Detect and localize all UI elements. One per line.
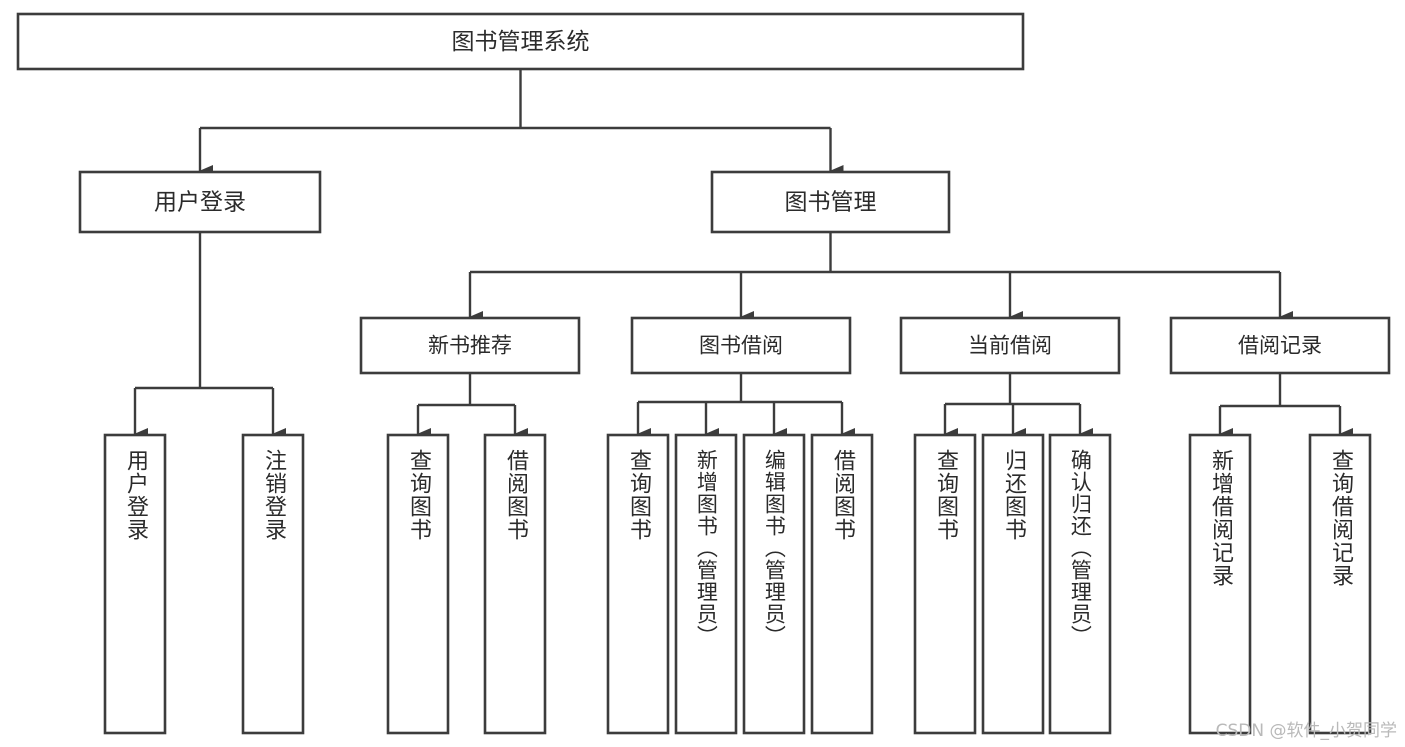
node-l2-图书管理[interactable]: 图书管理	[710, 170, 951, 234]
connector-trunk-book-mgmt	[470, 232, 1280, 274]
node-leaf-3[interactable]	[483, 433, 547, 735]
node-label: 用户登录	[154, 190, 246, 216]
node-l3-新书推荐[interactable]: 新书推荐	[359, 316, 581, 375]
node-leaf-0[interactable]	[103, 433, 167, 735]
node-leaf-5[interactable]	[674, 433, 738, 735]
node-label: 新书推荐	[428, 334, 512, 358]
node-l3-当前借阅[interactable]: 当前借阅	[899, 316, 1121, 375]
connector-layer	[133, 69, 1353, 440]
node-leaf-7[interactable]	[810, 433, 874, 735]
connector-trunk-new-books	[418, 373, 515, 407]
node-leaf-8[interactable]	[913, 433, 977, 735]
node-leaf-6[interactable]	[742, 433, 806, 735]
connector-trunk-records	[1220, 373, 1340, 408]
node-leaf-9[interactable]	[981, 433, 1045, 735]
node-l3-借阅记录[interactable]: 借阅记录	[1169, 316, 1391, 375]
connector-trunk-root	[200, 69, 831, 130]
node-leaf-11[interactable]	[1188, 433, 1252, 735]
connector-trunk-current	[945, 373, 1080, 406]
node-root-图书管理系统[interactable]: 图书管理系统	[16, 12, 1025, 71]
node-l3-图书借阅[interactable]: 图书借阅	[630, 316, 852, 375]
node-leaf-12[interactable]	[1308, 433, 1372, 735]
node-leaf-2[interactable]	[386, 433, 450, 735]
node-label: 图书借阅	[699, 334, 783, 358]
node-label: 图书管理系统	[452, 29, 590, 55]
node-leaf-1[interactable]	[241, 433, 305, 735]
node-leaf-4[interactable]	[606, 433, 670, 735]
node-l2-用户登录[interactable]: 用户登录	[78, 170, 322, 234]
connector-trunk-user-login	[135, 232, 273, 390]
node-leaf-10[interactable]	[1048, 433, 1112, 735]
watermark-text: CSDN @软件_小贺同学	[1215, 721, 1397, 741]
connector-trunk-borrow	[638, 373, 842, 404]
node-label: 当前借阅	[968, 334, 1052, 358]
node-label: 图书管理	[785, 190, 877, 216]
node-label: 借阅记录	[1238, 334, 1322, 358]
